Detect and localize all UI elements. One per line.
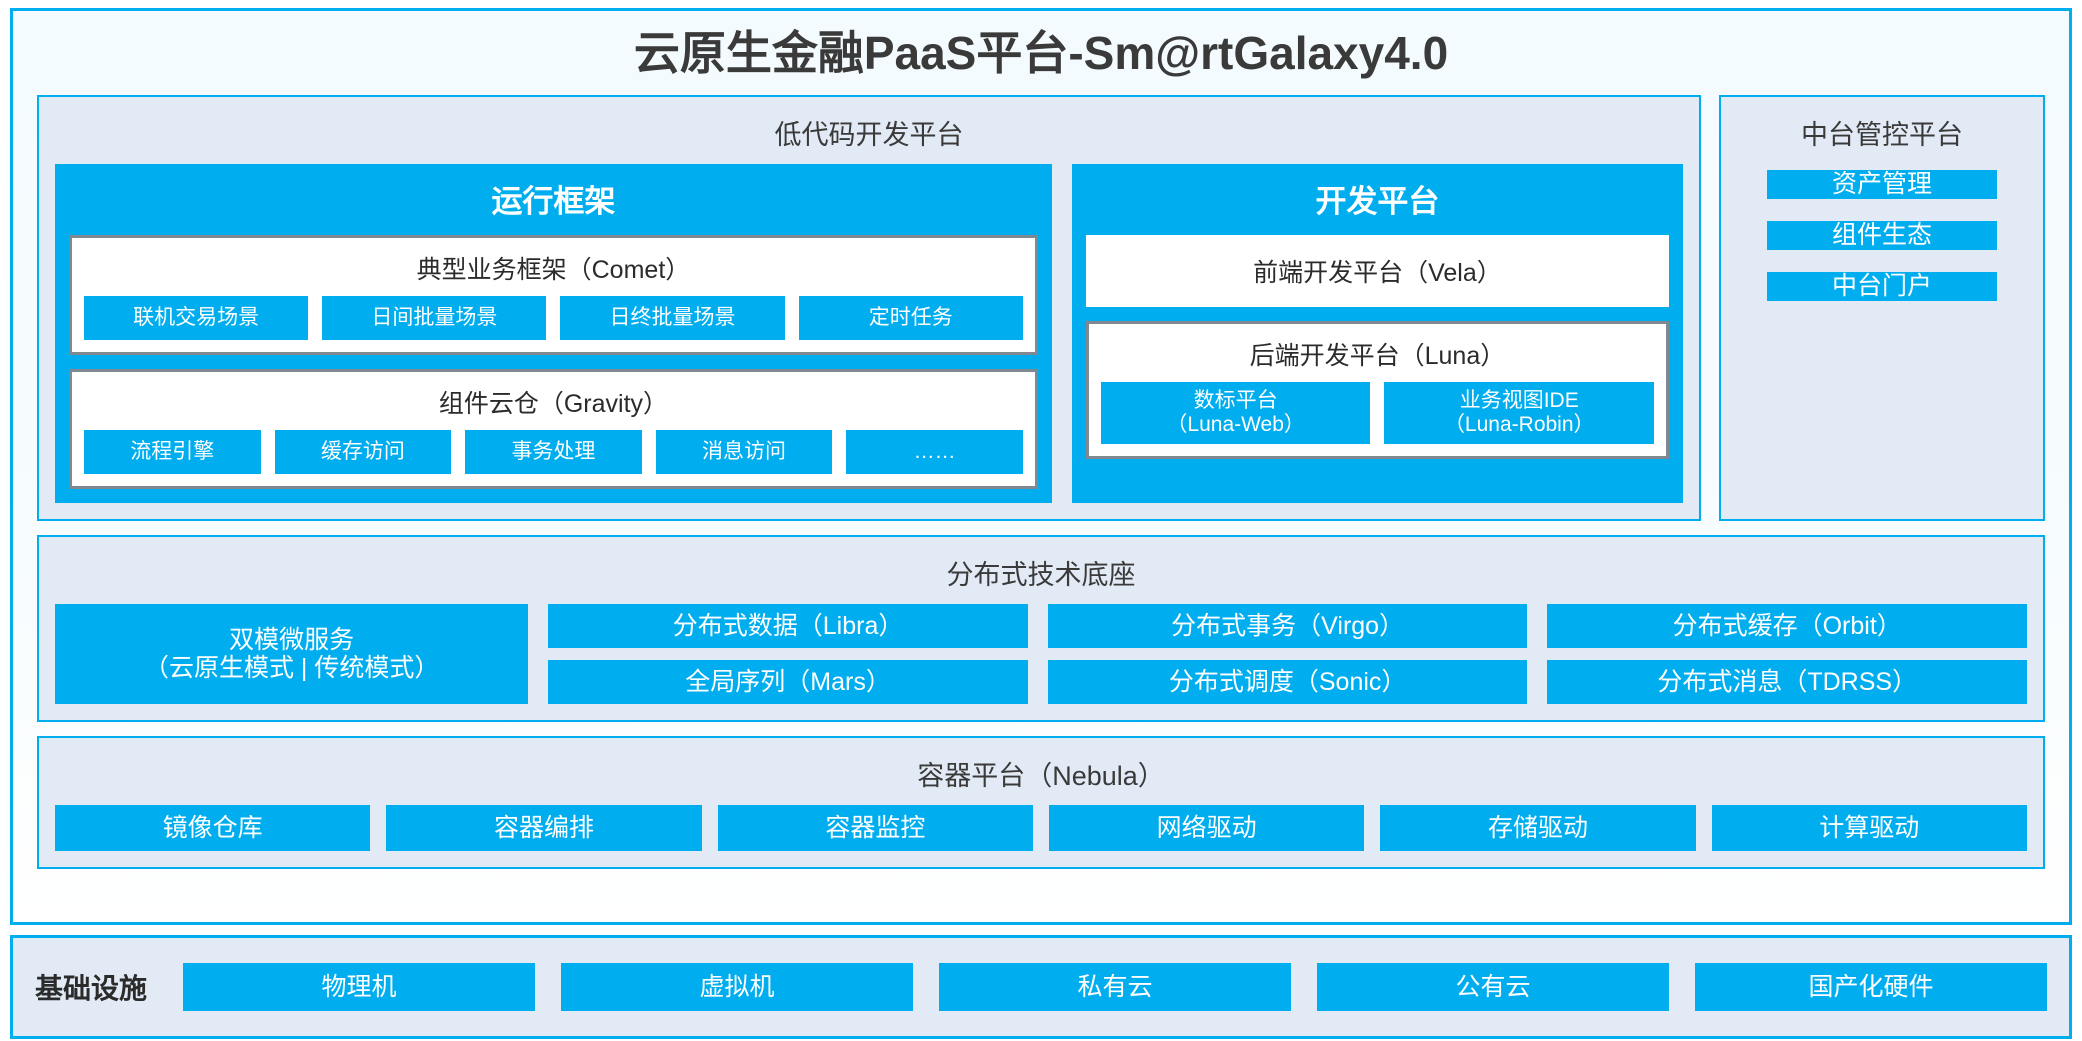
gravity-items: 流程引擎 缓存访问 事务处理 消息访问 …… — [84, 430, 1023, 475]
lowcode-platform-section: 低代码开发平台 运行框架 典型业务框架（Comet） 联机交易场景 日间批量场景… — [37, 95, 1701, 522]
gravity-item[interactable]: 消息访问 — [655, 430, 833, 475]
luna-backend-title: 后端开发平台（Luna） — [1249, 342, 1506, 371]
development-platform-panel: 开发平台 前端开发平台（Vela） 后端开发平台（Luna） 数标平台 （Lun… — [1071, 164, 1683, 504]
page-title: 云原生金融PaaS平台-Sm@rtGalaxy4.0 — [633, 27, 1449, 79]
vela-frontend-card[interactable]: 前端开发平台（Vela） — [1085, 235, 1669, 308]
container-item-image-repository[interactable]: 镜像仓库 — [55, 805, 371, 852]
development-platform-title: 开发平台 — [1315, 184, 1440, 220]
distributed-base-title: 分布式技术底座 — [946, 560, 1136, 591]
infrastructure-items: 物理机 虚拟机 私有云 公有云 国产化硬件 — [183, 963, 2048, 1011]
midoffice-items: 资产管理 组件生态 中台门户 — [1737, 170, 2027, 312]
distributed-scheduling-sonic[interactable]: 分布式调度（Sonic） — [1047, 660, 1528, 705]
midoffice-platform-section: 中台管控平台 资产管理 组件生态 中台门户 — [1719, 95, 2045, 522]
midoffice-item-asset-management[interactable]: 资产管理 — [1767, 170, 1997, 200]
container-item-network-driver[interactable]: 网络驱动 — [1048, 805, 1365, 852]
top-row: 低代码开发平台 运行框架 典型业务框架（Comet） 联机交易场景 日间批量场景… — [37, 95, 2045, 522]
distributed-transaction-virgo[interactable]: 分布式事务（Virgo） — [1047, 604, 1528, 649]
container-item-orchestration[interactable]: 容器编排 — [386, 805, 702, 852]
distributed-message-tdrss[interactable]: 分布式消息（TDRSS） — [1547, 660, 2027, 705]
gravity-card: 组件云仓（Gravity） 流程引擎 缓存访问 事务处理 消息访问 …… — [69, 369, 1038, 490]
comet-item[interactable]: 日间批量场景 — [322, 296, 547, 341]
runtime-framework-panel: 运行框架 典型业务框架（Comet） 联机交易场景 日间批量场景 日终批量场景 … — [55, 164, 1052, 504]
dual-mode-microservice-wrapper: 双模微服务 （云原生模式 | 传统模式） — [55, 604, 529, 705]
midoffice-item-portal[interactable]: 中台门户 — [1767, 271, 1997, 301]
comet-item[interactable]: 日终批量场景 — [560, 296, 785, 341]
container-platform-title: 容器平台（Nebula） — [917, 761, 1165, 792]
lowcode-platform-title: 低代码开发平台 — [774, 120, 964, 151]
gravity-item[interactable]: 流程引擎 — [84, 430, 261, 475]
comet-item[interactable]: 联机交易场景 — [84, 296, 309, 341]
gravity-title: 组件云仓（Gravity） — [438, 390, 669, 419]
distributed-cache-orbit[interactable]: 分布式缓存（Orbit） — [1547, 604, 2027, 649]
gravity-item[interactable]: 事务处理 — [465, 430, 642, 475]
global-sequence-mars[interactable]: 全局序列（Mars） — [548, 660, 1028, 705]
gravity-item-more[interactable]: …… — [846, 430, 1023, 475]
infrastructure-item-public-cloud[interactable]: 公有云 — [1317, 963, 1670, 1011]
luna-backend-items: 数标平台 （Luna-Web） 业务视图IDE （Luna-Robin） — [1100, 382, 1655, 445]
comet-title: 典型业务框架（Comet） — [416, 256, 691, 285]
infrastructure-label: 基础设施 — [35, 973, 148, 1004]
runtime-framework-title: 运行框架 — [491, 184, 616, 220]
gravity-item[interactable]: 缓存访问 — [274, 430, 452, 475]
container-item-storage-driver[interactable]: 存储驱动 — [1380, 805, 1696, 852]
distributed-col-3: 分布式缓存（Orbit） 分布式消息（TDRSS） — [1547, 604, 2027, 705]
midoffice-platform-title: 中台管控平台 — [1801, 120, 1963, 151]
infrastructure-item-virtual-machine[interactable]: 虚拟机 — [561, 963, 914, 1011]
distributed-base-body: 双模微服务 （云原生模式 | 传统模式） 分布式数据（Libra） 全局序列（M… — [55, 604, 2027, 705]
infrastructure-item-private-cloud[interactable]: 私有云 — [939, 963, 1292, 1011]
main-platform-panel: 云原生金融PaaS平台-Sm@rtGalaxy4.0 低代码开发平台 运行框架 … — [10, 8, 2072, 925]
container-item-monitoring[interactable]: 容器监控 — [717, 805, 1033, 852]
container-item-compute-driver[interactable]: 计算驱动 — [1711, 805, 2027, 852]
lowcode-platform-body: 运行框架 典型业务框架（Comet） 联机交易场景 日间批量场景 日终批量场景 … — [55, 164, 1683, 504]
luna-robin-item[interactable]: 业务视图IDE （Luna-Robin） — [1384, 382, 1655, 445]
luna-web-item[interactable]: 数标平台 （Luna-Web） — [1100, 382, 1371, 445]
comet-card: 典型业务框架（Comet） 联机交易场景 日间批量场景 日终批量场景 定时任务 — [69, 235, 1038, 356]
midoffice-item-component-ecosystem[interactable]: 组件生态 — [1767, 221, 1997, 250]
dual-mode-microservice[interactable]: 双模微服务 （云原生模式 | 传统模式） — [55, 604, 529, 705]
distributed-base-section: 分布式技术底座 双模微服务 （云原生模式 | 传统模式） 分布式数据（Libra… — [37, 535, 2045, 723]
container-platform-items: 镜像仓库 容器编排 容器监控 网络驱动 存储驱动 计算驱动 — [55, 805, 2027, 852]
infrastructure-section: 基础设施 物理机 虚拟机 私有云 公有云 国产化硬件 — [10, 935, 2072, 1039]
distributed-col-1: 分布式数据（Libra） 全局序列（Mars） — [548, 604, 1028, 705]
distributed-data-libra[interactable]: 分布式数据（Libra） — [548, 604, 1028, 649]
distributed-col-2: 分布式事务（Virgo） 分布式调度（Sonic） — [1047, 604, 1528, 705]
luna-backend-card: 后端开发平台（Luna） 数标平台 （Luna-Web） 业务视图IDE （Lu… — [1085, 321, 1669, 460]
comet-items: 联机交易场景 日间批量场景 日终批量场景 定时任务 — [84, 296, 1023, 341]
infrastructure-item-domestic-hardware[interactable]: 国产化硬件 — [1695, 963, 2048, 1011]
comet-item[interactable]: 定时任务 — [798, 296, 1023, 341]
infrastructure-item-physical-machine[interactable]: 物理机 — [183, 963, 536, 1011]
container-platform-section: 容器平台（Nebula） 镜像仓库 容器编排 容器监控 网络驱动 存储驱动 计算… — [37, 736, 2045, 870]
